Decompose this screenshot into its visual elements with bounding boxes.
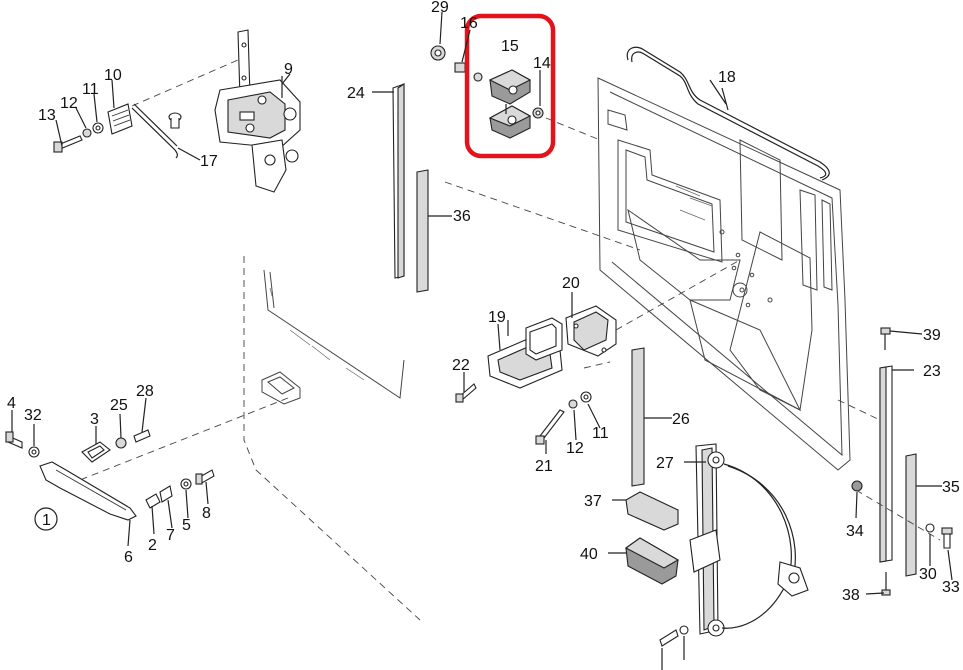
door-outer-panel: [243, 256, 421, 621]
part-18-control-rod: [626, 46, 830, 181]
callout-2: 2: [148, 537, 157, 554]
part-34-nut: [851, 480, 863, 492]
callout-18: 18: [718, 69, 736, 86]
part-bottom-screw: [659, 625, 689, 670]
callout-34: 34: [846, 523, 864, 540]
callout-32: 32: [24, 407, 42, 424]
part-3-gasket: [81, 441, 111, 463]
door-panel: [597, 77, 851, 471]
part-23-channel: [879, 365, 914, 563]
part-4-screw: [5, 431, 23, 449]
part-20-bracket: [565, 305, 617, 357]
part-38-screw: [881, 572, 891, 596]
callout-27: 27: [656, 455, 674, 472]
part-40-guide: [608, 537, 680, 585]
part-12-washer: [82, 128, 92, 138]
callout-36: 36: [453, 208, 471, 225]
callout-37: 37: [584, 493, 602, 510]
part-19-inside-handle: [487, 317, 563, 389]
callout-11-upper: 11: [82, 81, 99, 98]
part-27-window-regulator: [689, 443, 809, 637]
part-24-glass-run-channel: [372, 82, 405, 279]
part-35-channel: [905, 453, 917, 577]
callout-23: 23: [923, 363, 941, 380]
part-15-lock-striker: [430, 13, 601, 159]
part-33-screw: [941, 527, 953, 549]
part-7-spacer: [159, 485, 173, 503]
part-13-bolt: [53, 135, 83, 153]
callout-1: 1: [42, 512, 51, 529]
callout-15: 15: [501, 38, 519, 55]
part-28-screw: [133, 429, 151, 443]
callout-21: 21: [535, 458, 553, 475]
leader-lines: [11, 11, 953, 595]
callout-5: 5: [182, 517, 191, 534]
part-21-bolt: [535, 409, 565, 445]
callout-14: 14: [533, 55, 551, 72]
part-12b-washer: [568, 399, 578, 409]
part-32-washer: [28, 446, 40, 458]
part-39-screw: [880, 327, 891, 350]
callout-10: 10: [104, 67, 122, 84]
callout-29: 29: [431, 0, 449, 16]
part-11-washer: [92, 122, 104, 134]
callout-6: 6: [124, 549, 133, 566]
callout-20: 20: [562, 275, 580, 292]
part-30-washer: [925, 523, 935, 533]
callout-19: 19: [488, 309, 506, 326]
callout-24: 24: [347, 85, 365, 102]
part-10-bracket: [107, 103, 133, 135]
callout-labels: 29 16 15 14 18 24 36 10 11 12 13 9 17 20…: [7, 0, 960, 604]
callout-3: 3: [90, 411, 99, 428]
callout-25: 25: [110, 397, 128, 414]
part-25-nut: [115, 437, 127, 449]
callout-1-circle: [34, 507, 58, 531]
callout-39: 39: [923, 327, 941, 344]
callout-13: 13: [38, 107, 56, 124]
callout-8: 8: [202, 505, 211, 522]
part-37-guide: [612, 491, 679, 531]
callout-33: 33: [942, 579, 960, 596]
part-22-screw: [455, 383, 477, 403]
callout-30: 30: [919, 566, 937, 583]
callout-26: 26: [672, 411, 690, 428]
callout-4: 4: [7, 395, 16, 412]
part-26-seal-strip: [631, 347, 645, 487]
highlight-box: [464, 13, 556, 159]
part-2-clip: [145, 493, 161, 509]
callout-12-upper: 12: [60, 95, 78, 112]
callout-11-lower: 11: [592, 425, 609, 442]
callout-9: 9: [284, 61, 293, 78]
callout-40: 40: [580, 546, 598, 563]
part-8-screw: [195, 469, 215, 485]
callout-7: 7: [166, 527, 175, 544]
callout-28: 28: [136, 383, 154, 400]
callout-22: 22: [452, 357, 470, 374]
part-36-channel-strip: [416, 169, 452, 293]
part-9-lock-mechanism: [214, 29, 301, 193]
part-11b-washer: [580, 391, 592, 403]
callout-17: 17: [200, 153, 218, 170]
callout-35: 35: [942, 479, 960, 496]
callout-12-lower: 12: [566, 440, 584, 457]
part-6-door-handle: [39, 461, 137, 521]
part-17-rod: [131, 103, 182, 159]
callout-38: 38: [842, 587, 860, 604]
part-5-washer: [180, 478, 192, 490]
callout-16: 16: [460, 15, 478, 32]
